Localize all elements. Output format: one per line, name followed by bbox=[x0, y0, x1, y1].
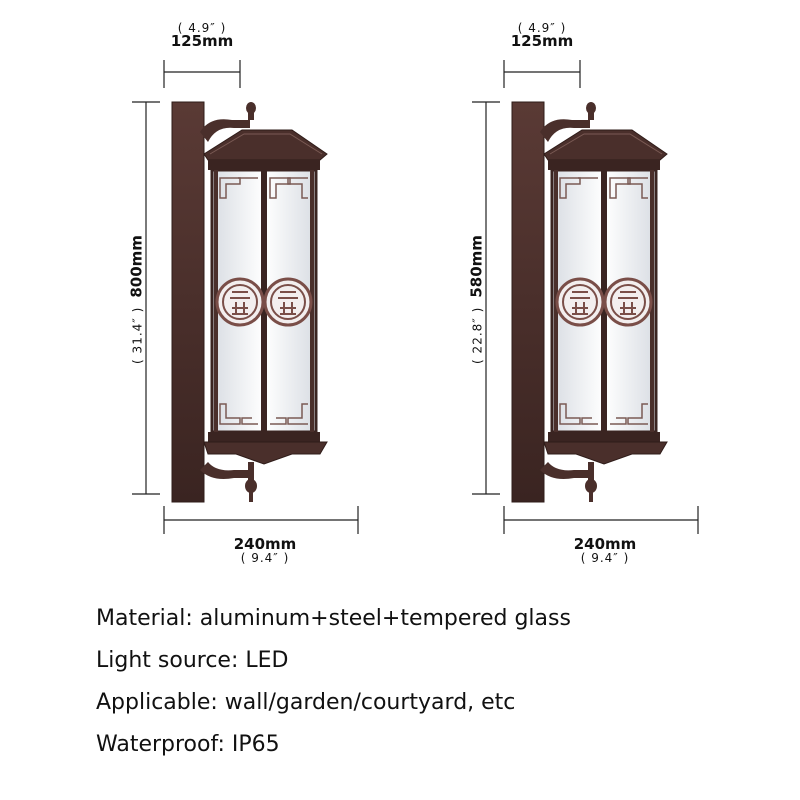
spec-list: Material: aluminum+steel+tempered glass … bbox=[96, 598, 571, 766]
lamp-2-bottom-mm: 240mm bbox=[573, 535, 637, 553]
lamp-1-bottom-dimension: 240mm ( 9.4″ ) bbox=[220, 535, 310, 565]
spec-material: Material: aluminum+steel+tempered glass bbox=[96, 606, 571, 631]
wall-lamp-icon bbox=[512, 102, 667, 502]
lamp-1-bottom-inch: ( 9.4″ ) bbox=[240, 551, 290, 565]
lamp-1-height-dimension: ( 31.4″ ) 800mm bbox=[127, 220, 146, 380]
spec-applicable: Applicable: wall/garden/courtyard, etc bbox=[96, 690, 516, 715]
lamp-2-height-inch: ( 22.8″ ) bbox=[470, 306, 485, 364]
lamp-2-height-dimension: ( 22.8″ ) 580mm bbox=[467, 220, 486, 380]
product-diagram bbox=[132, 60, 699, 534]
lamp-2-height-mm: 580mm bbox=[467, 235, 486, 298]
lamp-2-top-inch: ( 4.9″ ) bbox=[517, 21, 567, 35]
wall-lamp-icon bbox=[172, 102, 327, 502]
spec-light-source: Light source: LED bbox=[96, 648, 289, 673]
lamp-1-top-mm: 125mm bbox=[170, 32, 234, 50]
lamp-2-bottom-dimension: 240mm ( 9.4″ ) bbox=[560, 535, 650, 565]
lamp-1-drawing bbox=[132, 60, 359, 534]
lamp-2-bottom-inch: ( 9.4″ ) bbox=[580, 551, 630, 565]
lamp-1-top-inch: ( 4.9″ ) bbox=[177, 21, 227, 35]
lamp-2-top-dimension: ( 4.9″ ) 125mm bbox=[500, 22, 584, 49]
spec-waterproof: Waterproof: IP65 bbox=[96, 732, 280, 757]
lamp-1-height-inch: ( 31.4″ ) bbox=[130, 306, 145, 364]
lamp-1-bottom-mm: 240mm bbox=[233, 535, 297, 553]
lamp-2-top-mm: 125mm bbox=[510, 32, 574, 50]
lamp-2-drawing bbox=[472, 60, 699, 534]
lamp-1-height-mm: 800mm bbox=[127, 235, 146, 298]
lamp-1-top-dimension: ( 4.9″ ) 125mm bbox=[160, 22, 244, 49]
